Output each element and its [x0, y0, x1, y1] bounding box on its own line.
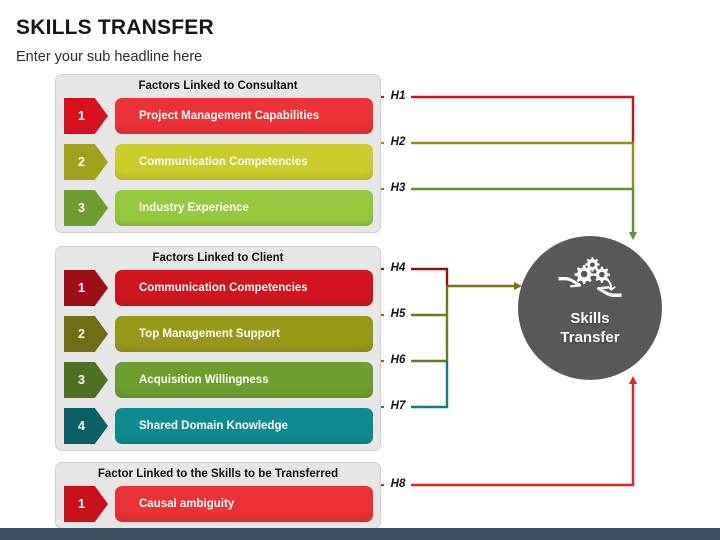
hub-label-line1: Skills — [570, 310, 610, 327]
factor-label-bar[interactable]: Communication Competencies — [115, 144, 373, 180]
factor-row[interactable]: 3 Acquisition Willingness — [64, 362, 373, 398]
factor-row[interactable]: 3 Industry Experience — [64, 190, 373, 226]
hypothesis-label-h8: H8 — [390, 478, 406, 490]
page-title: SKILLS TRANSFER — [16, 16, 214, 39]
factor-number-chevron: 3 — [64, 190, 108, 226]
factor-label-bar[interactable]: Communication Competencies — [115, 270, 373, 306]
factor-number-chevron: 1 — [64, 98, 108, 134]
factor-label-bar[interactable]: Acquisition Willingness — [115, 362, 373, 398]
factor-number-chevron: 3 — [64, 362, 108, 398]
hypothesis-label-h6: H6 — [390, 354, 406, 366]
factor-number: 1 — [78, 281, 85, 295]
hub-label: Skills Transfer — [560, 309, 619, 347]
panel-heading-consultant: Factors Linked to Consultant — [138, 80, 298, 92]
factor-number: 1 — [78, 497, 85, 511]
panel-heading-client: Factors Linked to Client — [152, 252, 284, 264]
factor-number-chevron: 2 — [64, 144, 108, 180]
factor-number: 3 — [78, 373, 85, 387]
hypothesis-label-h7: H7 — [390, 400, 406, 412]
panel-heading-skills: Factor Linked to the Skills to be Transf… — [97, 468, 339, 480]
hypothesis-label-h4: H4 — [390, 262, 406, 274]
factor-row[interactable]: 1 Causal ambiguity — [64, 486, 373, 522]
factor-number-chevron: 1 — [64, 486, 108, 522]
factor-number: 4 — [78, 419, 85, 433]
factor-number: 2 — [78, 327, 85, 341]
factor-row[interactable]: 2 Communication Competencies — [64, 144, 373, 180]
factor-label-bar[interactable]: Causal ambiguity — [115, 486, 373, 522]
factor-row[interactable]: 4 Shared Domain Knowledge — [64, 408, 373, 444]
factor-number: 2 — [78, 155, 85, 169]
skills-transfer-hub[interactable]: Skills Transfer — [518, 236, 662, 380]
factor-label-bar[interactable]: Top Management Support — [115, 316, 373, 352]
hands-gears-icon — [558, 255, 622, 306]
factor-number-chevron: 2 — [64, 316, 108, 352]
factor-label-bar[interactable]: Shared Domain Knowledge — [115, 408, 373, 444]
factor-number: 3 — [78, 201, 85, 215]
hub-label-line2: Transfer — [560, 329, 620, 346]
hypothesis-label-h3: H3 — [390, 182, 406, 194]
factor-row[interactable]: 2 Top Management Support — [64, 316, 373, 352]
panel-skills: Factor Linked to the Skills to be Transf… — [55, 462, 381, 529]
hypothesis-label-h1: H1 — [390, 90, 406, 102]
factor-label-bar[interactable]: Project Management Capabilities — [115, 98, 373, 134]
factor-number-chevron: 1 — [64, 270, 108, 306]
page-subtitle: Enter your sub headline here — [16, 49, 203, 65]
hypothesis-label-h2: H2 — [390, 136, 406, 148]
factor-row[interactable]: 1 Communication Competencies — [64, 270, 373, 306]
factor-row[interactable]: 1 Project Management Capabilities — [64, 98, 373, 134]
footer-bar — [0, 528, 720, 540]
hypothesis-label-h5: H5 — [390, 308, 406, 320]
factor-number: 1 — [78, 109, 85, 123]
panel-client: Factors Linked to Client 1 Communication C… — [55, 246, 381, 451]
factor-label-bar[interactable]: Industry Experience — [115, 190, 373, 226]
factor-number-chevron: 4 — [64, 408, 108, 444]
panel-consultant: Factors Linked to Consultant 1 Project Man… — [55, 74, 381, 233]
